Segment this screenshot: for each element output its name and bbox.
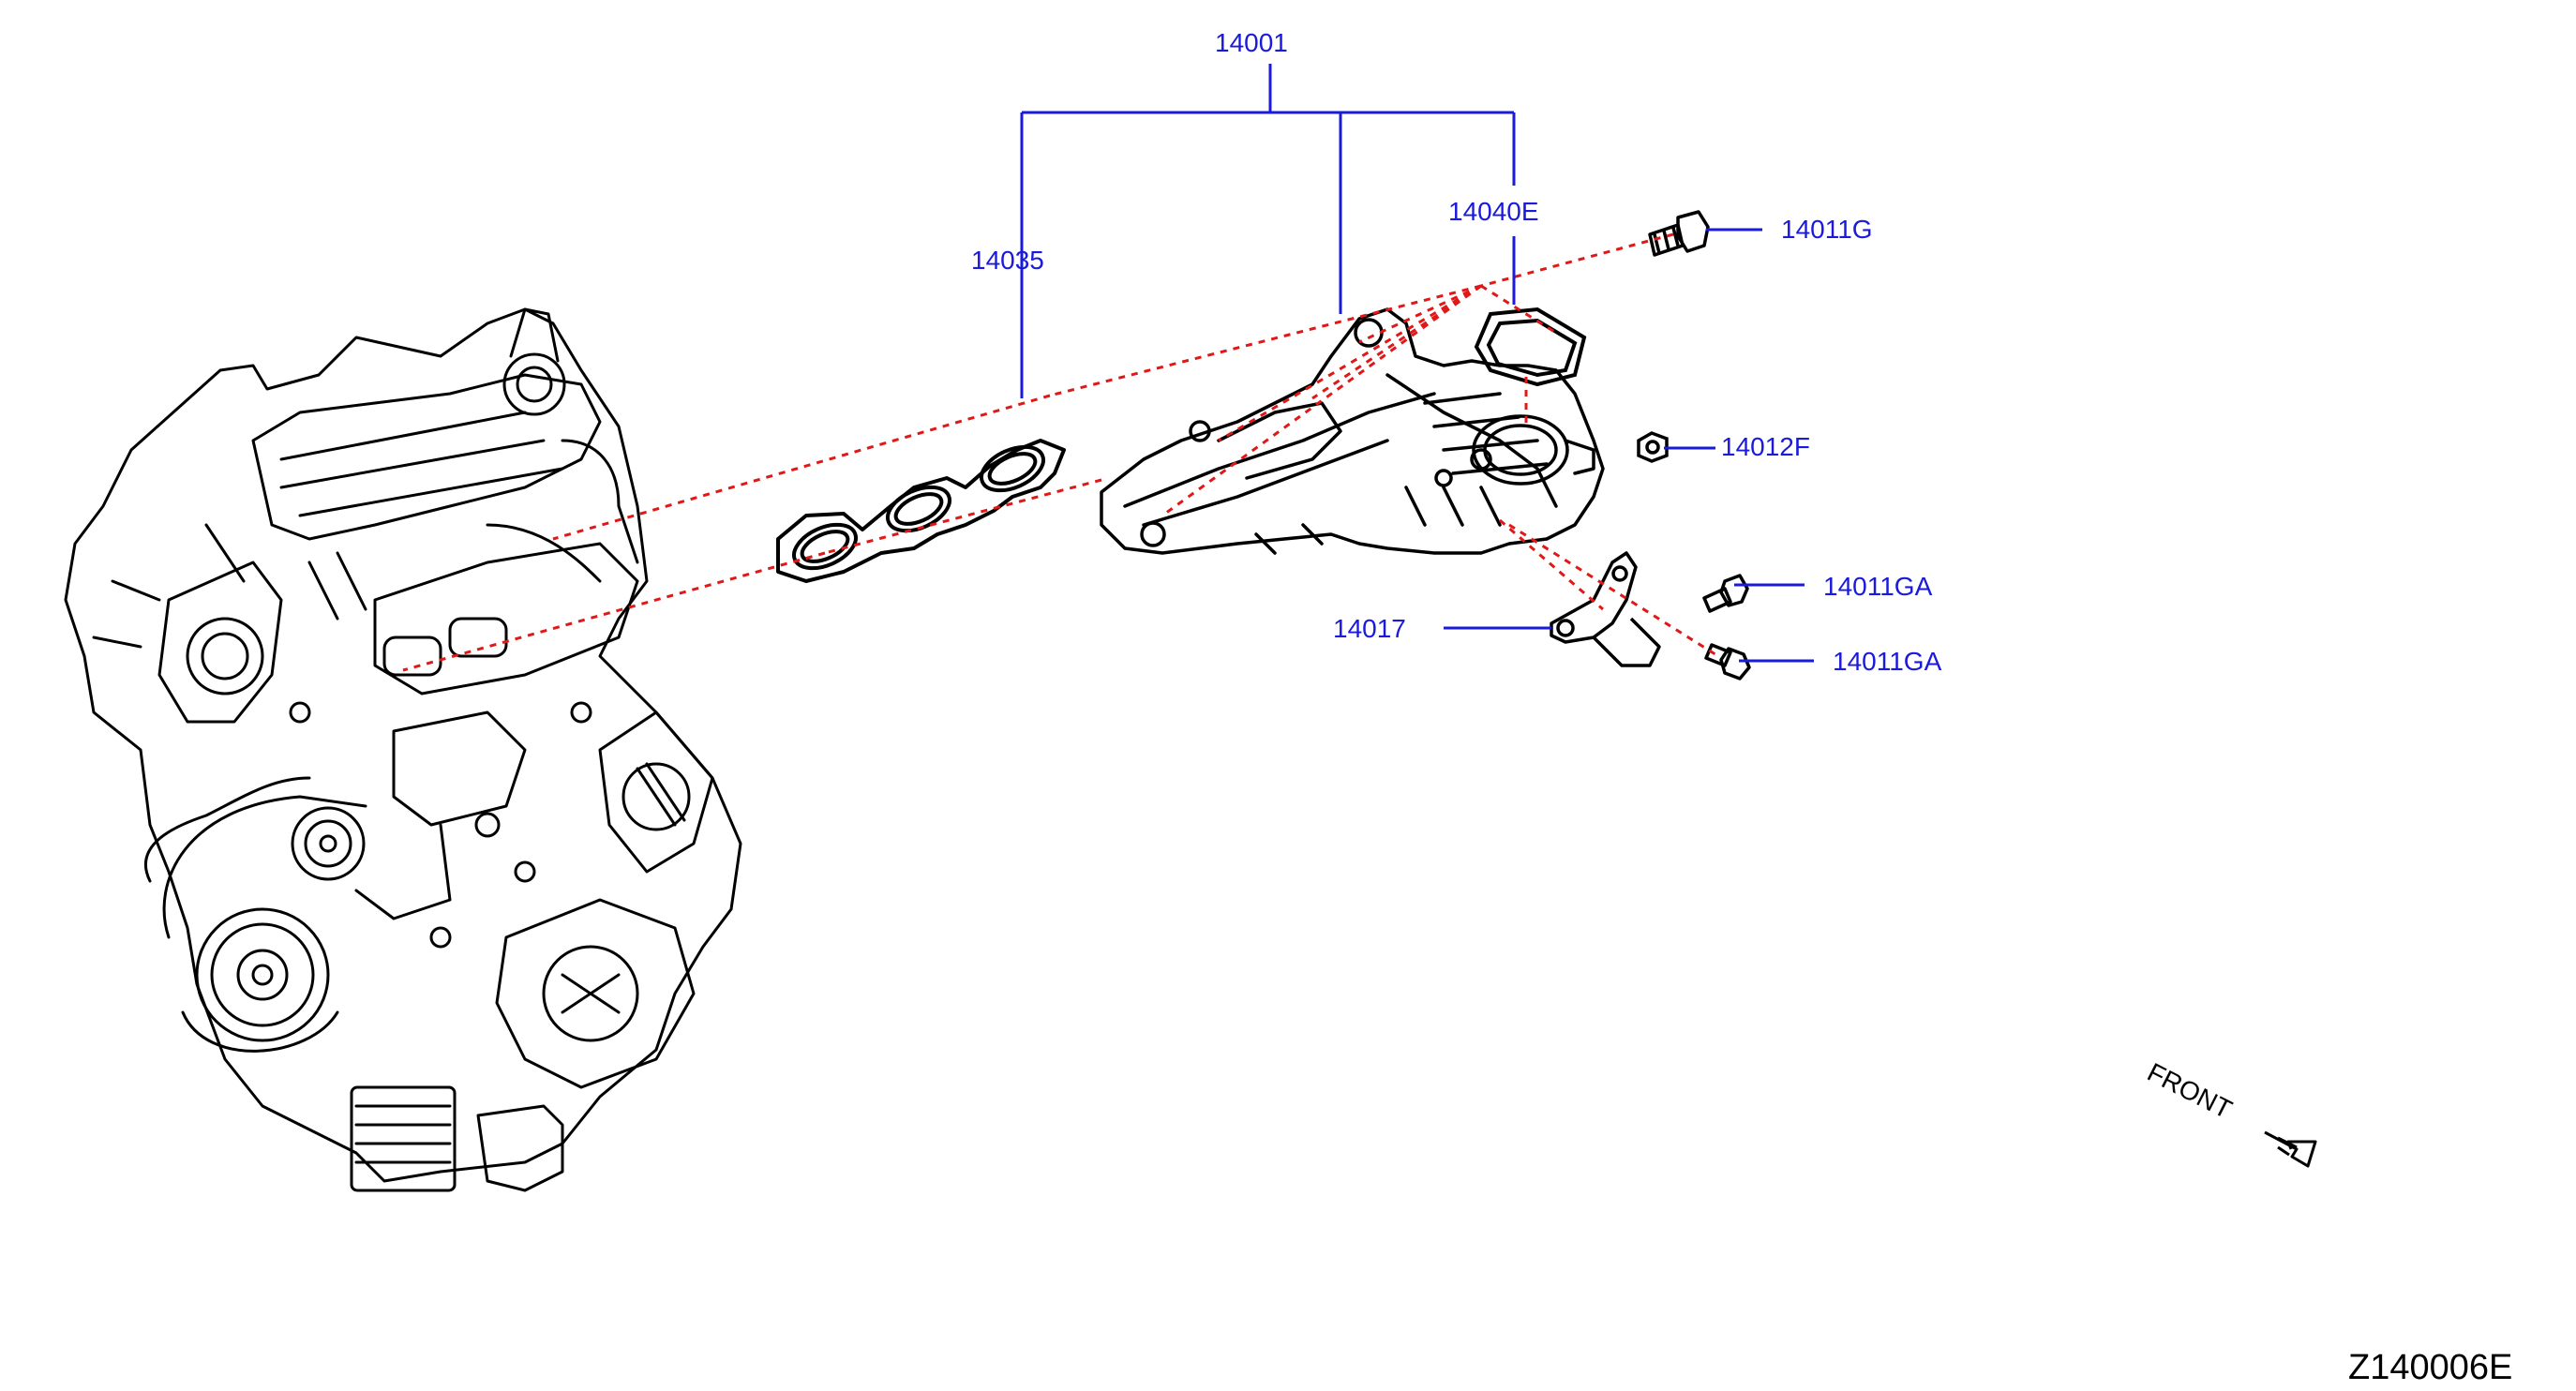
throttle-gasket-ring[interactable] (1474, 307, 1587, 387)
bolt-14011ga-upper[interactable] (1702, 574, 1749, 613)
part-label-14012f[interactable]: 14012F (1721, 432, 1810, 461)
part-label-14017[interactable]: 14017 (1333, 614, 1406, 643)
bolt-14011ga-lower[interactable] (1704, 643, 1751, 681)
leader-lines (1020, 64, 1814, 663)
part-label-14011ga-upper[interactable]: 14011GA (1823, 572, 1933, 601)
alignment-lines (402, 232, 1719, 672)
nut-14012f[interactable] (1637, 431, 1669, 463)
part-label-14011g[interactable]: 14011G (1781, 215, 1873, 244)
part-label-14035[interactable]: 14035 (971, 246, 1044, 275)
part-label-14001[interactable]: 14001 (1215, 28, 1288, 57)
intake-manifold[interactable] (1100, 307, 1605, 555)
bracket-14017[interactable] (1550, 551, 1661, 667)
diagram-code: Z140006E (2348, 1348, 2513, 1387)
part-label-14011ga-lower[interactable]: 14011GA (1833, 647, 1942, 676)
bolt-14011g[interactable] (1648, 210, 1710, 257)
intake-manifold-gasket[interactable] (776, 438, 1066, 583)
engine-assembly (64, 307, 742, 1192)
part-label-14040e[interactable]: 14040E (1448, 197, 1539, 226)
front-arrow-icon (2264, 1130, 2317, 1168)
